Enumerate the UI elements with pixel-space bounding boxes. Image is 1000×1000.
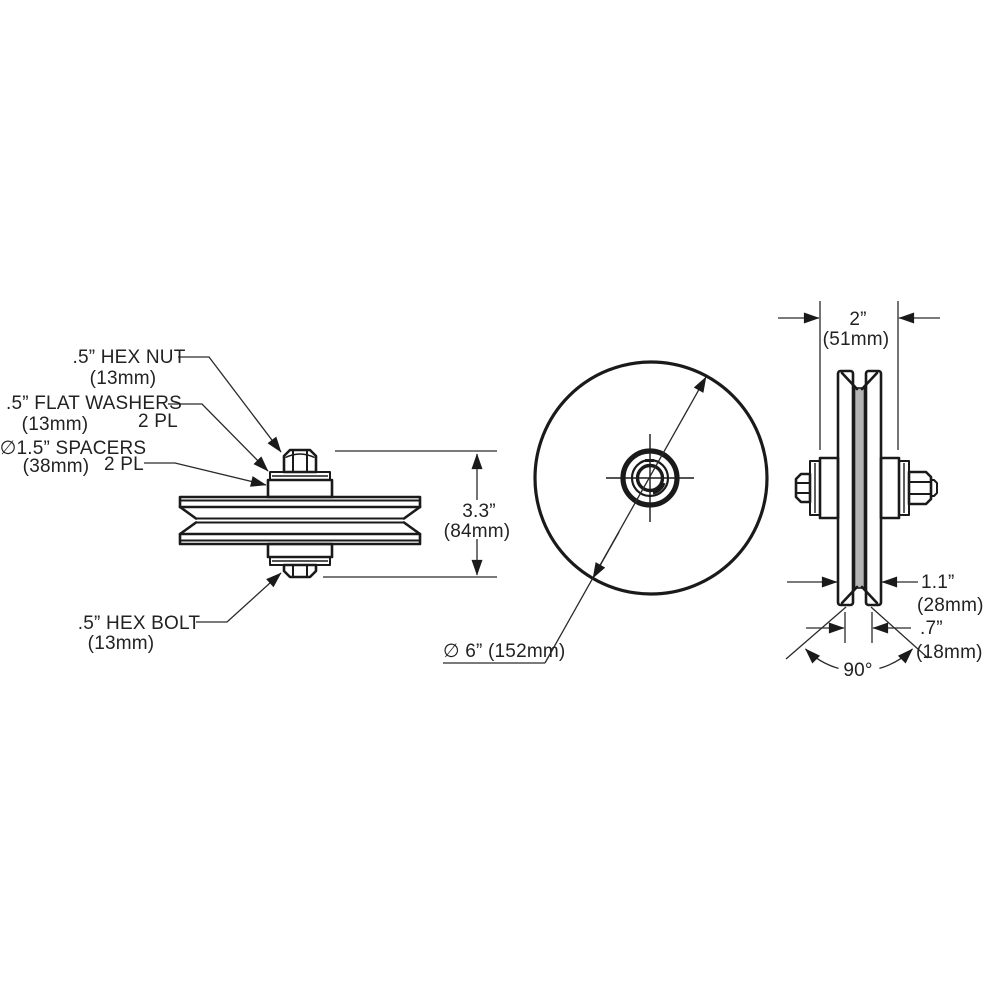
height-dimension: 3.3” (84mm) xyxy=(323,450,511,578)
thickness-dim-mm: (28mm) xyxy=(917,595,984,616)
edge-spacer-left xyxy=(818,456,840,520)
thickness-dim-inches: 1.1” xyxy=(921,572,955,593)
width-dimension: 2” (51mm) xyxy=(778,301,940,450)
thickness-dimension: 1.1” (28mm) xyxy=(787,572,984,616)
pulley-front-view xyxy=(533,360,769,596)
groove-face-extension-left xyxy=(785,606,847,660)
edge-nut-side xyxy=(879,456,938,520)
hex-nut-leader xyxy=(178,356,282,453)
hex-bolt-shape xyxy=(282,563,318,579)
angle-arc-left xyxy=(805,648,839,670)
diameter-dim-label: ∅ 6” (152mm) xyxy=(443,641,565,662)
retaining-ring-detail xyxy=(652,482,666,495)
pulley-edge-view xyxy=(794,369,938,607)
edge-bolt-head xyxy=(794,472,812,504)
groove-bottom-strip xyxy=(853,387,866,589)
spacers-leader xyxy=(144,462,267,487)
hex-nut-shape xyxy=(282,448,318,474)
hex-bolt-label-mm: (13mm) xyxy=(88,633,155,654)
pulley-top-rim xyxy=(178,495,422,509)
top-spacer-shape xyxy=(266,478,334,499)
spacers-label: ∅1.5” SPACERS xyxy=(0,438,146,459)
callout-leaders xyxy=(144,356,282,623)
height-dim-inches: 3.3” xyxy=(462,501,496,522)
height-dim-mm: (84mm) xyxy=(444,521,511,542)
edge-hex-nut xyxy=(907,470,933,506)
pulley-bottom-rim xyxy=(178,532,422,546)
groove-angle-dimension: .7” (18mm) 90° xyxy=(785,606,983,681)
groove-angle-label: 90° xyxy=(843,660,872,681)
flat-washers-label: .5” FLAT WASHERS xyxy=(6,393,182,414)
flat-washers-qty: 2 PL xyxy=(138,411,178,432)
pulley-plate-right xyxy=(864,369,883,607)
width-dim-inches: 2” xyxy=(849,309,866,330)
edge-bolt-side xyxy=(794,456,840,520)
hex-bolt-leader xyxy=(196,572,282,623)
hex-nut-label-mm: (13mm) xyxy=(90,368,157,389)
hex-nut-label: .5” HEX NUT xyxy=(72,347,185,368)
groove-dim-inches: .7” xyxy=(920,618,943,639)
spacers-qty: 2 PL xyxy=(104,454,144,475)
groove-face-extension-right xyxy=(870,606,929,659)
flat-washers-leader xyxy=(168,403,269,472)
spacers-label-mm: (38mm) xyxy=(23,456,90,477)
edge-bolt-tip xyxy=(931,479,938,497)
flat-washers-label-mm: (13mm) xyxy=(22,414,89,435)
pulley-side-view xyxy=(178,448,422,579)
bottom-spacer-shape xyxy=(266,542,334,559)
callout-labels: .5” HEX NUT (13mm) .5” FLAT WASHERS (13m… xyxy=(0,347,200,654)
groove-dim-mm: (18mm) xyxy=(916,642,983,663)
edge-spacer-right xyxy=(879,456,901,520)
angle-arc-right xyxy=(879,648,913,670)
width-dim-mm: (51mm) xyxy=(823,329,890,350)
hex-bolt-label: .5” HEX BOLT xyxy=(78,613,201,634)
diameter-dimension: ∅ 6” (152mm) xyxy=(443,376,707,664)
pulley-plate-left xyxy=(836,369,855,607)
pulley-outer-circle xyxy=(533,360,769,596)
